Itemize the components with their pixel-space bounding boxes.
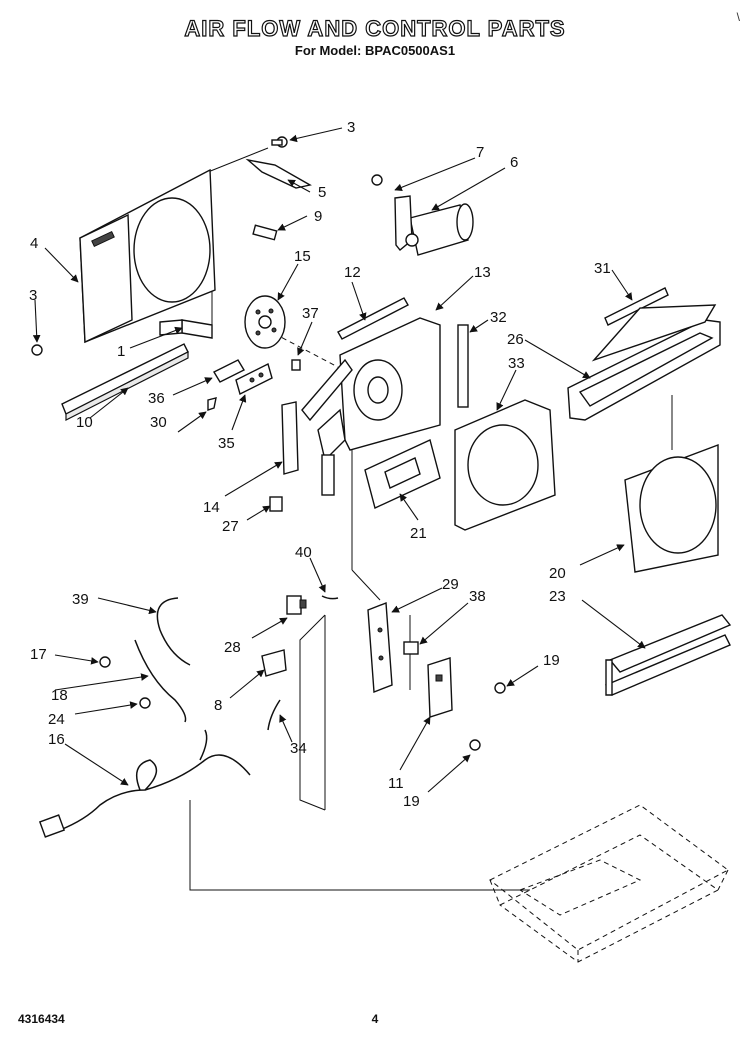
callout-37: 37 — [302, 305, 319, 322]
callout-6: 6 — [510, 154, 518, 171]
part-32-strip — [457, 324, 469, 408]
callout-29: 29 — [442, 576, 459, 593]
callout-16: 16 — [48, 731, 65, 748]
part-20-rear-panel — [624, 443, 719, 573]
callout-12: 12 — [344, 264, 361, 281]
callout-19-right: 19 — [543, 652, 560, 669]
part-14-foam-strip — [281, 401, 299, 475]
part-28-connector — [286, 595, 307, 615]
page-number: 4 — [371, 1012, 379, 1026]
callout-32: 32 — [490, 309, 507, 326]
part-31-top-strip — [604, 287, 669, 326]
callout-20: 20 — [549, 565, 566, 582]
callout-38: 38 — [469, 588, 486, 605]
screws — [31, 344, 506, 751]
callout-18: 18 — [51, 687, 68, 704]
callout-21: 21 — [410, 525, 427, 542]
part-5-hinge-strip — [245, 136, 312, 189]
leader-lines — [32, 127, 646, 793]
assembly-guide-lines — [189, 147, 673, 891]
callout-19-bottom: 19 — [403, 793, 420, 810]
part-26-air-duct — [567, 304, 721, 421]
callout-8: 8 — [214, 697, 222, 714]
callout-23: 23 — [549, 588, 566, 605]
callout-28: 28 — [224, 639, 241, 656]
model-subtitle: For Model: BPAC0500AS1 — [294, 43, 456, 58]
callout-34: 34 — [290, 740, 307, 757]
part-34-wire — [267, 699, 281, 731]
part-10-channel — [61, 343, 189, 421]
corner-mark: \ — [736, 10, 740, 24]
callout-1: 1 — [117, 343, 125, 360]
part-33-shroud — [454, 399, 556, 531]
callout-7: 7 — [476, 144, 484, 161]
callout-15: 15 — [294, 248, 311, 265]
part-13-bulkhead — [301, 317, 441, 496]
part-30-clip — [207, 397, 217, 411]
callout-39: 39 — [72, 591, 89, 608]
part-21-control-plate — [364, 439, 441, 509]
callout-36: 36 — [148, 390, 165, 407]
callout-11: 11 — [388, 775, 404, 792]
page-title: AIR FLOW AND CONTROL PARTS — [184, 15, 566, 41]
callout-14: 14 — [203, 499, 220, 516]
part-35-switch-plate — [235, 362, 273, 396]
part-8-terminal — [261, 649, 287, 677]
callout-30: 30 — [150, 414, 167, 431]
document-number: 4316434 — [18, 1012, 65, 1026]
part-36-label-plate — [213, 359, 245, 383]
part-16-power-cord — [38, 729, 251, 838]
part-39-harness — [156, 597, 191, 666]
part-1-bracket — [159, 319, 213, 339]
callout-13: 13 — [474, 264, 491, 281]
callout-3-left: 3 — [29, 287, 37, 304]
part-29-control-bracket — [367, 602, 393, 693]
part-6-capacitor — [371, 174, 474, 256]
callout-17: 17 — [30, 646, 47, 663]
callout-26: 26 — [507, 331, 524, 348]
part-12-bar — [337, 297, 409, 340]
cabinet-outline — [489, 804, 729, 963]
callout-labels: 3 7 6 5 9 4 15 12 13 31 3 37 32 26 1 33 … — [29, 119, 611, 810]
callout-35: 35 — [218, 435, 235, 452]
callout-31: 31 — [594, 260, 611, 277]
callout-27: 27 — [222, 518, 239, 535]
part-4-front-panel — [79, 168, 216, 344]
callout-10: 10 — [76, 414, 93, 431]
part-9-block — [252, 224, 278, 241]
callout-4: 4 — [30, 235, 38, 252]
part-23-u-channel — [604, 614, 732, 696]
callout-5: 5 — [318, 184, 326, 201]
part-15-fan-hub — [244, 295, 286, 349]
callout-24: 24 — [48, 711, 65, 728]
part-18-harness — [134, 639, 187, 723]
callout-33: 33 — [508, 355, 525, 372]
part-38-connector — [403, 641, 419, 655]
callout-9: 9 — [314, 208, 322, 225]
part-11-plate — [427, 657, 453, 718]
callout-40: 40 — [295, 544, 312, 561]
part-37-clip — [291, 359, 301, 371]
callout-3-top: 3 — [347, 119, 355, 136]
part-40-wire — [321, 595, 339, 600]
part-27-block — [269, 496, 283, 512]
